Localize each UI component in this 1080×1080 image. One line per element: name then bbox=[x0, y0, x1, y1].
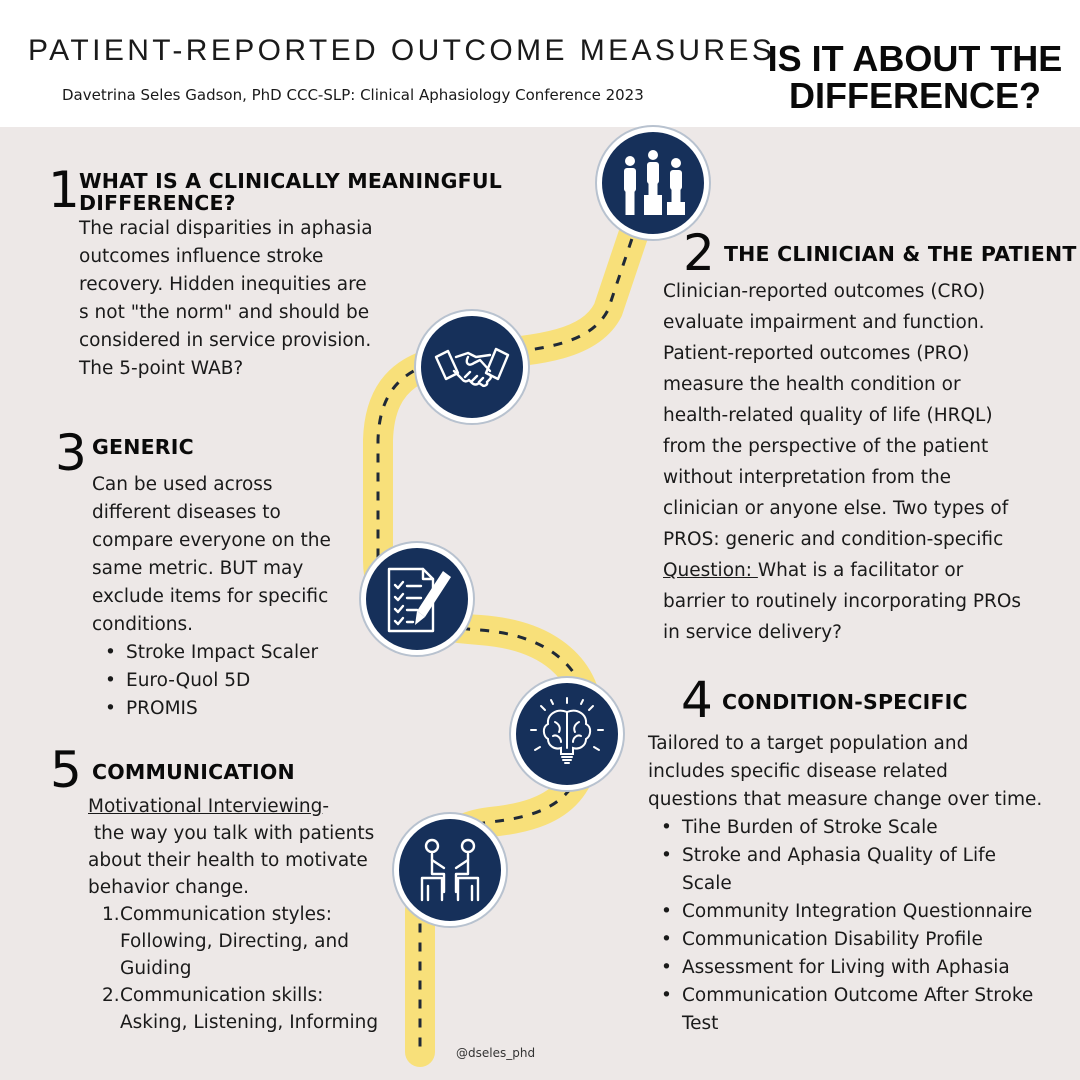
list-text: Communication styles: Following, Directi… bbox=[120, 904, 349, 979]
side-title-line-1: IS IT ABOUT THE bbox=[767, 38, 1063, 79]
generic-measures-list: Stroke Impact Scaler Euro-Quol 5D PROMIS bbox=[92, 639, 372, 723]
s2-line-4: measure the health condition or bbox=[663, 374, 961, 395]
motivational-interviewing-term: Motivational Interviewing bbox=[88, 796, 323, 817]
section-3-number: 3 bbox=[55, 424, 87, 482]
section-2-body: Clinician-reported outcomes (CRO) evalua… bbox=[663, 276, 1073, 648]
conversation-icon bbox=[420, 838, 480, 902]
s1-line-1: The racial disparities in aphasia bbox=[79, 218, 373, 239]
section-4-heading: CONDITION-SPECIFIC bbox=[722, 690, 968, 714]
list-item: Stroke Impact Scaler bbox=[92, 639, 372, 667]
s2-line-8: clinician or anyone else. Two types of bbox=[663, 498, 1009, 519]
brain-circle bbox=[511, 678, 623, 790]
s2-line-9: PROS: generic and condition-specific bbox=[663, 529, 1004, 550]
handshake-circle bbox=[416, 311, 528, 423]
s5-term-line: Motivational Interviewing- bbox=[88, 793, 393, 820]
s3-line-3: compare everyone on the bbox=[92, 530, 331, 551]
s4-line-3: questions that measure change over time. bbox=[648, 789, 1043, 810]
page-subtitle: Davetrina Seles Gadson, PhD CCC-SLP: Cli… bbox=[62, 86, 644, 104]
conversation-circle bbox=[394, 814, 506, 926]
list-item: 2.Communication skills: Asking, Listenin… bbox=[88, 982, 388, 1036]
s2-line-2: evaluate impairment and function. bbox=[663, 312, 985, 333]
list-number: 1. bbox=[102, 904, 120, 925]
section-1-heading: WHAT IS A CLINICALLY MEANINGFUL DIFFEREN… bbox=[79, 170, 502, 214]
section-1-body: The racial disparities in aphasia outcom… bbox=[79, 215, 419, 383]
side-title-line-2: DIFFERENCE? bbox=[789, 75, 1041, 116]
section-5-number: 5 bbox=[50, 741, 82, 799]
list-item: Euro-Quol 5D bbox=[92, 667, 372, 695]
s2-line-3: Patient-reported outcomes (PRO) bbox=[663, 343, 970, 364]
section-3-body: Can be used across different diseases to… bbox=[92, 471, 372, 723]
s2-line-1: Clinician-reported outcomes (CRO) bbox=[663, 281, 986, 302]
side-title: IS IT ABOUT THE DIFFERENCE? bbox=[760, 40, 1070, 114]
list-item: Communication Disability Profile bbox=[648, 926, 1043, 954]
list-item: Tihe Burden of Stroke Scale bbox=[648, 814, 1043, 842]
list-item: Communication Outcome After Stroke Test bbox=[648, 982, 1043, 1038]
s4-line-1: Tailored to a target population and bbox=[648, 733, 969, 754]
s5-line-3: behavior change. bbox=[88, 877, 250, 898]
list-item: Assessment for Living with Aphasia bbox=[648, 954, 1043, 982]
s1-line-2: outcomes influence stroke bbox=[79, 246, 324, 267]
question-text: What is a facilitator or bbox=[757, 560, 964, 581]
question-label: Question: bbox=[663, 560, 758, 581]
s2-question-line-2: barrier to routinely incorporating PROs bbox=[663, 591, 1022, 612]
list-item: 1.Communication styles: Following, Direc… bbox=[88, 901, 388, 982]
s1-line-5: considered in service provision. bbox=[79, 330, 372, 351]
s1-line-3: recovery. Hidden inequities are bbox=[79, 274, 367, 295]
section-5-heading: COMMUNICATION bbox=[92, 760, 295, 784]
section-4-number: 4 bbox=[681, 671, 713, 729]
section-3-heading: GENERIC bbox=[92, 435, 194, 459]
communication-list: 1.Communication styles: Following, Direc… bbox=[88, 901, 388, 1036]
condition-measures-list: Tihe Burden of Stroke Scale Stroke and A… bbox=[648, 814, 1043, 1038]
s2-line-6: from the perspective of the patient bbox=[663, 436, 989, 457]
list-item: PROMIS bbox=[92, 695, 372, 723]
page-title: PATIENT-REPORTED OUTCOME MEASURES bbox=[28, 34, 776, 67]
s2-line-5: health-related quality of life (HRQL) bbox=[663, 405, 993, 426]
s2-question-line-3: in service delivery? bbox=[663, 622, 843, 643]
s1-line-6: The 5-point WAB? bbox=[79, 358, 244, 379]
s2-line-7: without interpretation from the bbox=[663, 467, 952, 488]
s5-line-2: about their health to motivate bbox=[88, 850, 368, 871]
s2-question-line: Question: What is a facilitator or bbox=[663, 555, 1073, 586]
brain-lightbulb-icon bbox=[530, 697, 604, 764]
s3-line-2: different diseases to bbox=[92, 502, 281, 523]
section-1-heading-line-1: WHAT IS A CLINICALLY MEANINGFUL bbox=[79, 169, 502, 193]
section-1-heading-line-2: DIFFERENCE? bbox=[79, 191, 236, 215]
podium-circle bbox=[597, 127, 709, 239]
section-1-number: 1 bbox=[48, 161, 80, 219]
s3-line-4: same metric. BUT may bbox=[92, 558, 304, 579]
section-4-body: Tailored to a target population and incl… bbox=[648, 730, 1073, 1038]
section-5-body: Motivational Interviewing- the way you t… bbox=[88, 793, 393, 1036]
list-text: Communication skills: Asking, Listening,… bbox=[120, 985, 379, 1033]
section-2-number: 2 bbox=[683, 224, 715, 282]
podium-people-icon bbox=[624, 150, 685, 215]
list-item: Community Integration Questionnaire bbox=[648, 898, 1043, 926]
list-number: 2. bbox=[102, 985, 120, 1006]
section-2-heading: THE CLINICIAN & THE PATIENT bbox=[724, 242, 1077, 266]
header-bar bbox=[0, 0, 1080, 127]
s3-line-1: Can be used across bbox=[92, 474, 273, 495]
term-suffix: - bbox=[322, 796, 330, 817]
checklist-circle bbox=[361, 543, 473, 655]
s3-line-6: conditions. bbox=[92, 614, 194, 635]
social-handle: @dseles_phd bbox=[456, 1046, 536, 1060]
s5-line-1: the way you talk with patients bbox=[88, 823, 375, 844]
handshake-icon bbox=[434, 347, 510, 387]
list-item: Stroke and Aphasia Quality of Life Scale bbox=[648, 842, 1043, 898]
s3-line-5: exclude items for specific bbox=[92, 586, 329, 607]
s4-line-2: includes specific disease related bbox=[648, 761, 948, 782]
checklist-pen-icon bbox=[387, 567, 451, 633]
s1-line-4: s not "the norm" and should be bbox=[79, 302, 370, 323]
